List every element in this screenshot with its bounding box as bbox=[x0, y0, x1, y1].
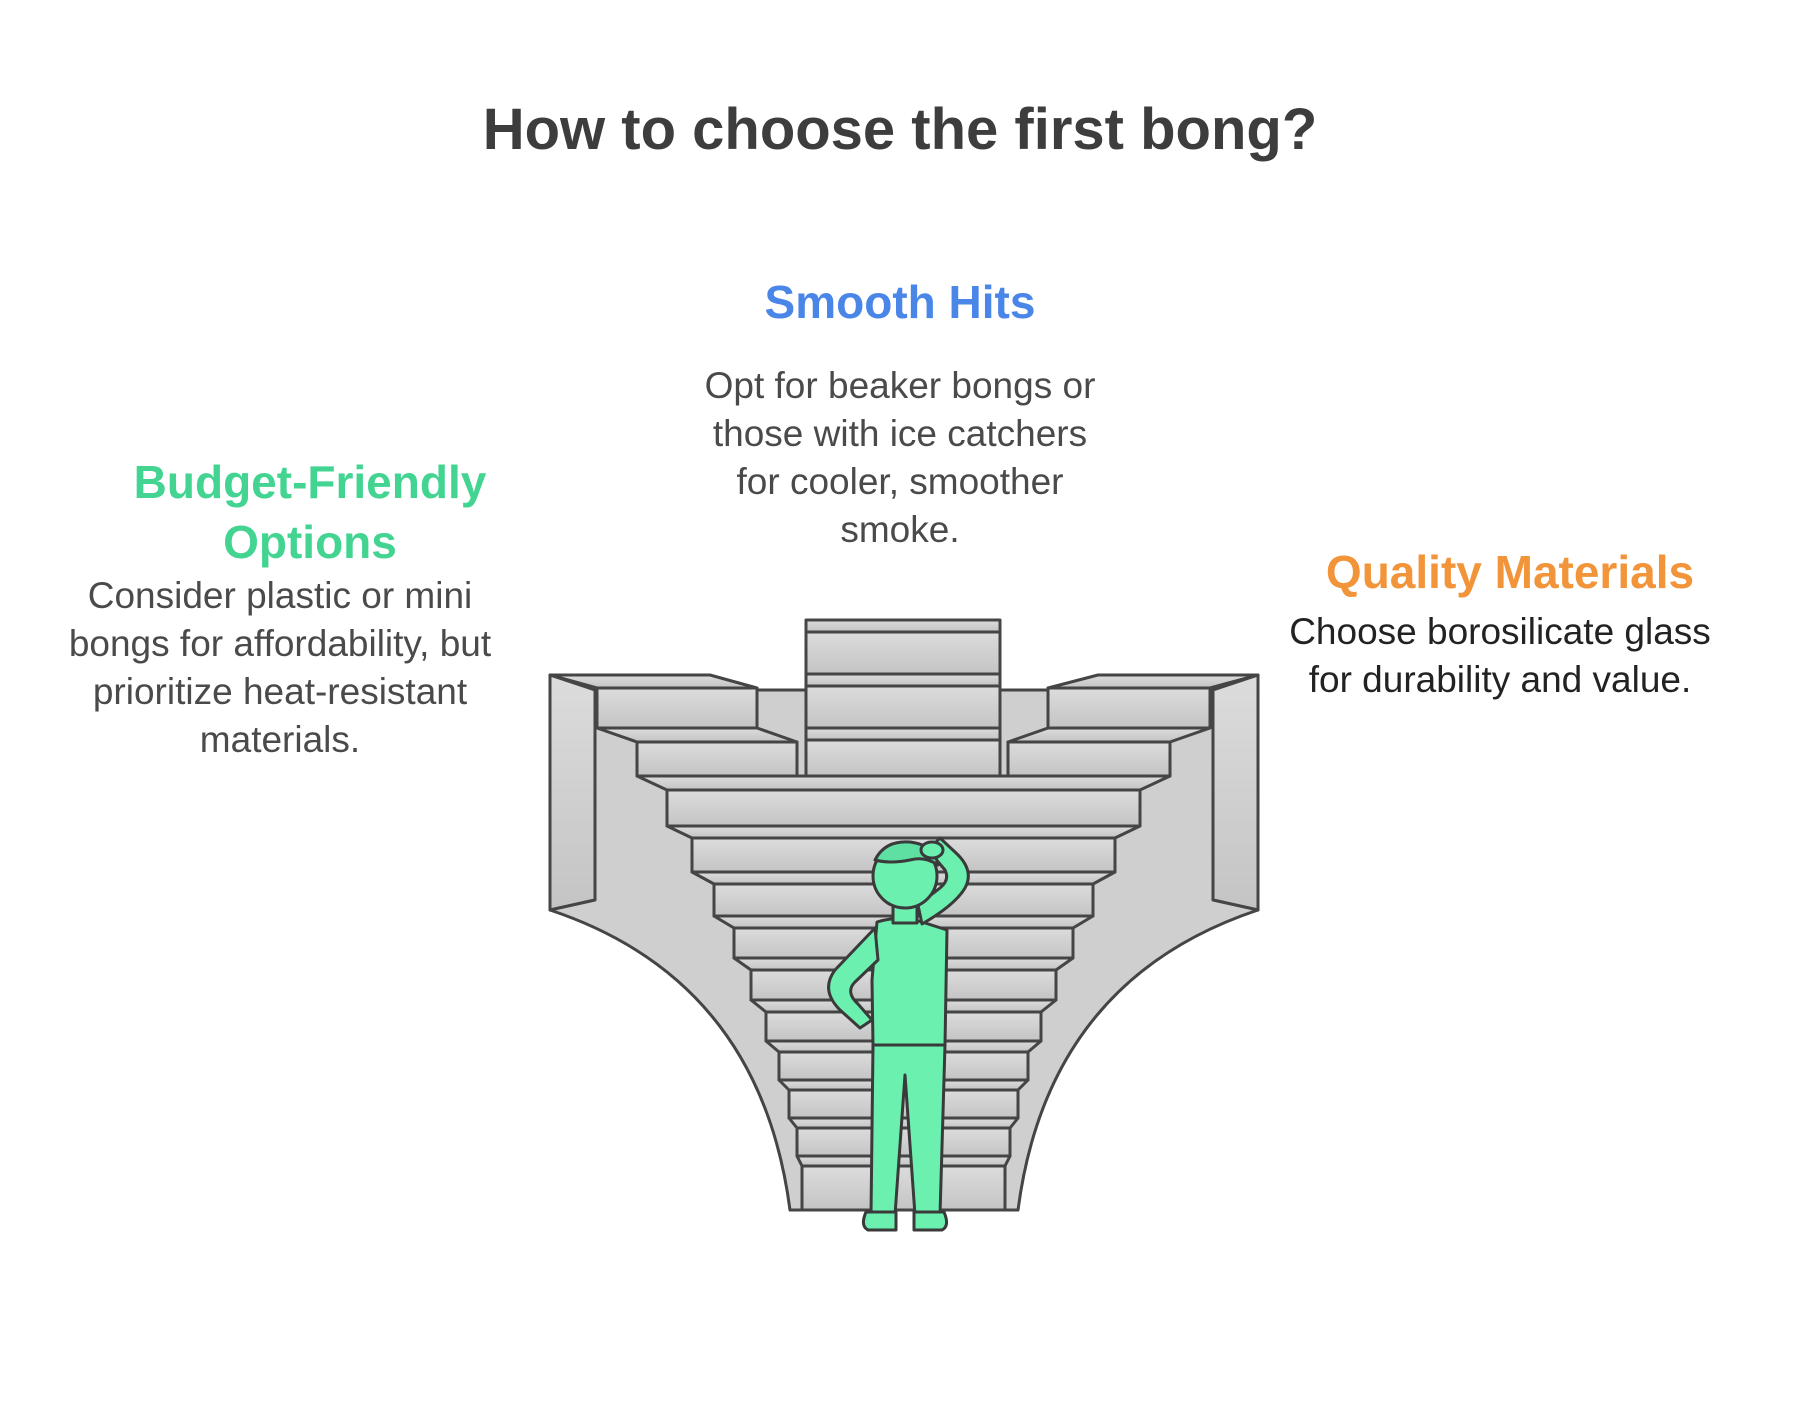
thinking-person-icon bbox=[827, 836, 970, 1232]
smooth-hits-text: Opt for beaker bongs or those with ice c… bbox=[704, 365, 1096, 550]
budget-options-title: Budget-Friendly Options bbox=[133, 456, 487, 568]
page-title: How to choose the first bong? bbox=[482, 97, 1318, 162]
quality-materials-title: Quality Materials bbox=[1325, 546, 1695, 598]
quality-materials-text: Choose borosilicate glass for durability… bbox=[1289, 611, 1711, 700]
budget-options-text: Consider plastic or mini bongs for affor… bbox=[68, 575, 492, 760]
smooth-hits-title: Smooth Hits bbox=[764, 276, 1036, 328]
